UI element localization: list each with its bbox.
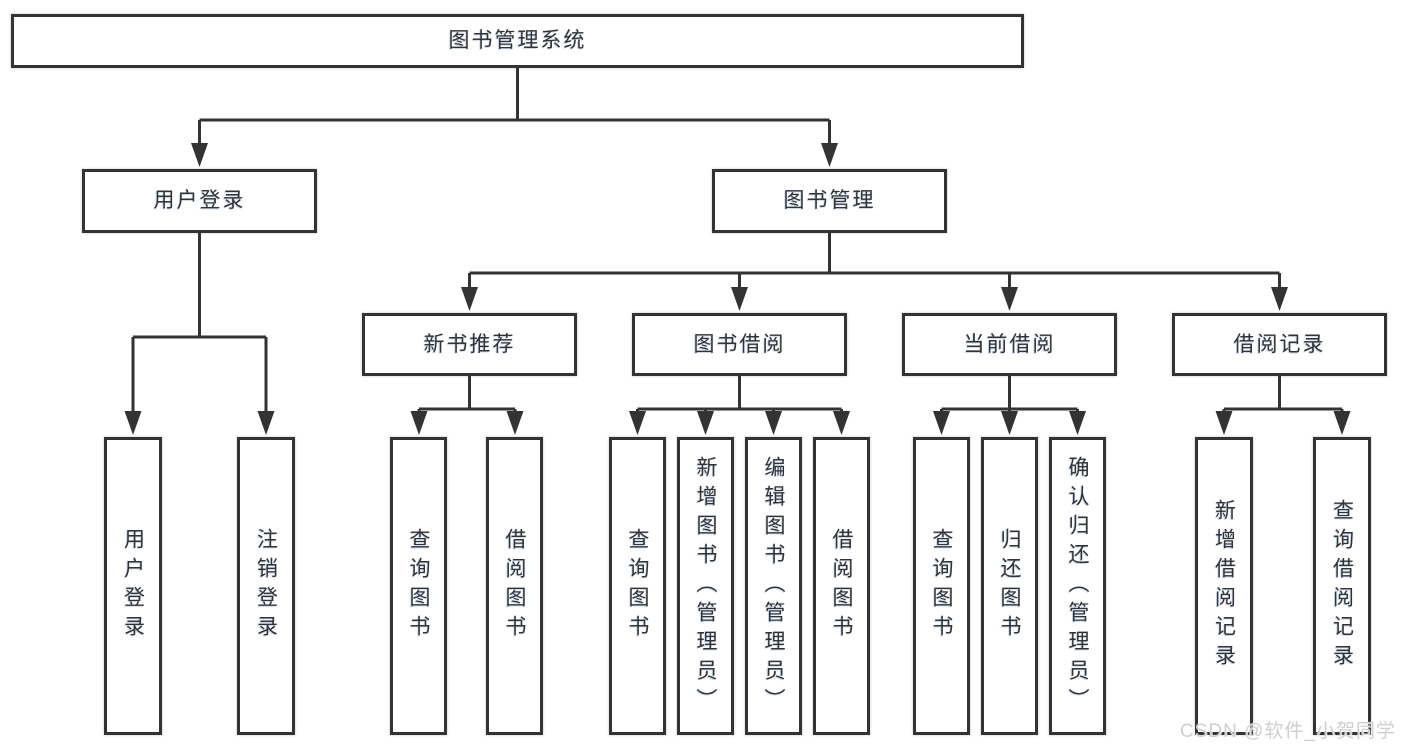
leaf-records-add-record-label: 新增借阅记录	[1212, 499, 1236, 673]
arrowheads	[124, 143, 1351, 435]
node-current-borrow: 当前借阅	[902, 313, 1117, 376]
leaf-recommend-query-book: 查询图书	[390, 437, 447, 735]
leaf-current-return-book: 归还图书	[981, 437, 1038, 735]
leaf-borrow-query-book-label: 查询图书	[626, 528, 649, 644]
leaf-records-query-record-label: 查询借阅记录	[1330, 499, 1354, 673]
node-book-management: 图书管理	[712, 169, 947, 233]
leaf-logout-label: 注销登录	[254, 528, 278, 644]
node-borrow-records-label: 借阅记录	[1233, 332, 1326, 356]
leaf-current-query-book: 查询图书	[913, 437, 970, 735]
leaf-current-confirm-return-admin-label: 确认归还（管理员）	[1066, 455, 1089, 717]
leaf-user-login: 用户登录	[104, 437, 162, 735]
leaf-borrow-add-book-admin-label: 新增图书（管理员）	[694, 455, 717, 717]
leaf-logout: 注销登录	[237, 437, 295, 735]
leaf-borrow-edit-book-admin-label: 编辑图书（管理员）	[762, 455, 785, 717]
leaf-borrow-borrow-book-label: 借阅图书	[830, 528, 853, 644]
node-new-book-recommend-label: 新书推荐	[423, 332, 516, 356]
node-book-borrow: 图书借阅	[632, 313, 847, 376]
leaf-borrow-borrow-book: 借阅图书	[813, 437, 870, 735]
node-borrow-records: 借阅记录	[1172, 313, 1387, 376]
node-book-borrow-label: 图书借阅	[693, 332, 786, 356]
leaf-current-query-book-label: 查询图书	[930, 528, 953, 644]
leaf-recommend-query-book-label: 查询图书	[407, 528, 430, 644]
leaf-recommend-borrow-book: 借阅图书	[486, 437, 543, 735]
node-root: 图书管理系统	[11, 14, 1024, 68]
leaf-recommend-borrow-book-label: 借阅图书	[503, 528, 526, 644]
leaf-borrow-add-book-admin: 新增图书（管理员）	[677, 437, 734, 735]
leaf-borrow-query-book: 查询图书	[609, 437, 666, 735]
leaf-user-login-label: 用户登录	[121, 528, 145, 644]
node-user-login-label: 用户登录	[153, 189, 246, 213]
leaf-borrow-edit-book-admin: 编辑图书（管理员）	[745, 437, 802, 735]
node-new-book-recommend: 新书推荐	[362, 313, 577, 376]
node-book-management-label: 图书管理	[783, 189, 876, 213]
leaf-current-return-book-label: 归还图书	[998, 528, 1021, 644]
node-current-borrow-label: 当前借阅	[963, 332, 1056, 356]
node-root-label: 图书管理系统	[448, 29, 587, 53]
node-user-login: 用户登录	[82, 169, 317, 233]
watermark: CSDN @软件_小贺同学	[1180, 721, 1396, 742]
leaf-records-query-record: 查询借阅记录	[1313, 437, 1371, 735]
leaf-current-confirm-return-admin: 确认归还（管理员）	[1049, 437, 1106, 735]
leaf-records-add-record: 新增借阅记录	[1195, 437, 1253, 735]
